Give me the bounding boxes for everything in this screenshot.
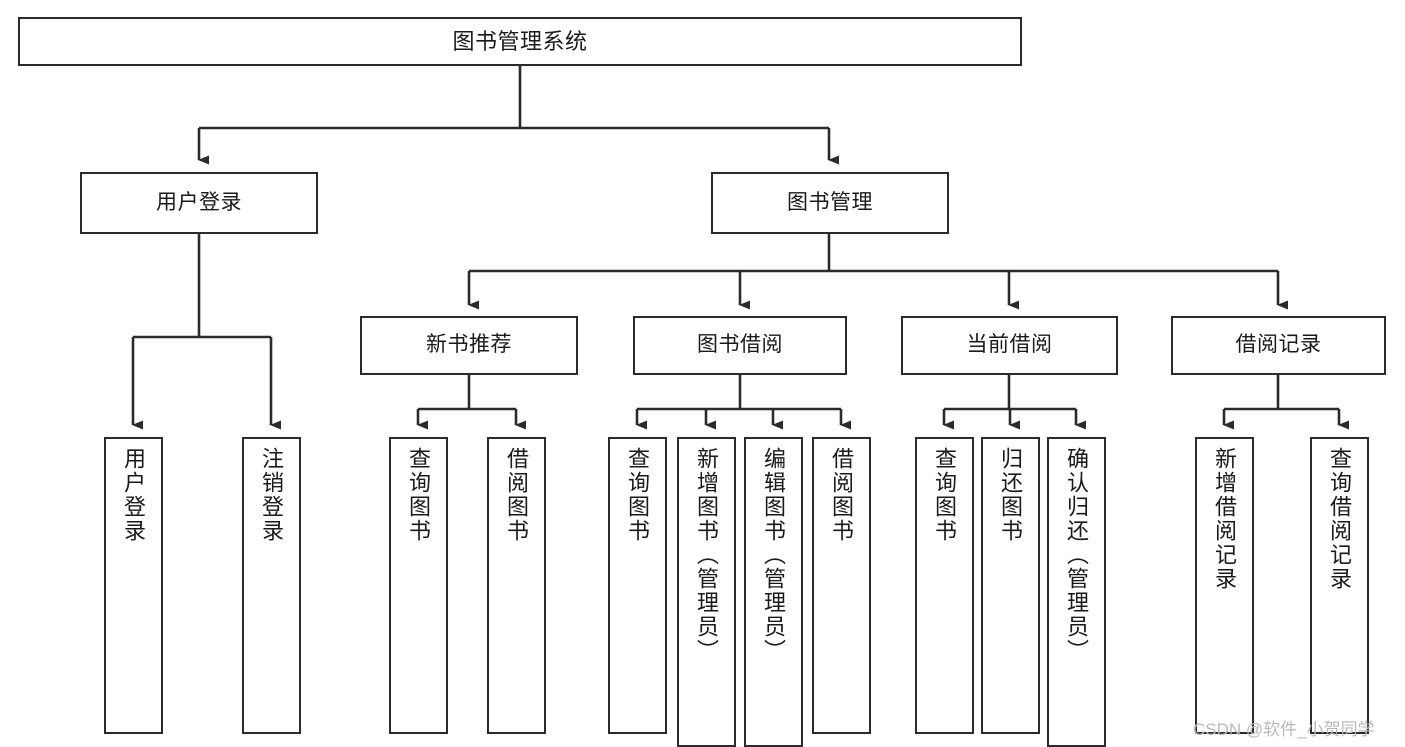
node-new-book-recommendation[interactable]: 新书推荐: [360, 316, 578, 375]
csdn-watermark: CSDN @软件_小贺同学: [1193, 720, 1375, 739]
leaf-user-login-signin[interactable]: 用户登录: [104, 437, 163, 734]
node-label: 新书推荐: [426, 333, 512, 357]
node-root-book-management-system[interactable]: 图书管理系统: [18, 17, 1022, 66]
node-label: 归还图书: [998, 447, 1024, 543]
node-label: 借阅记录: [1235, 333, 1322, 357]
leaf-borrow-add-book-admin[interactable]: 新增图书（管理员）: [677, 437, 736, 747]
leaf-borrow-query-books[interactable]: 查询图书: [608, 437, 667, 734]
leaf-new-book-query-books[interactable]: 查询图书: [389, 437, 448, 734]
leaf-current-query-books[interactable]: 查询图书: [915, 437, 974, 734]
node-label: 确认归还（管理员）: [1064, 447, 1090, 663]
node-current-borrowing[interactable]: 当前借阅: [901, 316, 1118, 375]
leaf-borrow-borrow-books[interactable]: 借阅图书: [812, 437, 871, 734]
node-book-management[interactable]: 图书管理: [711, 172, 949, 234]
node-label: 新增图书（管理员）: [694, 447, 720, 663]
node-label: 图书管理系统: [452, 28, 588, 54]
node-label: 查询借阅记录: [1327, 447, 1353, 591]
node-label: 借阅图书: [504, 447, 530, 543]
node-user-login[interactable]: 用户登录: [80, 172, 318, 234]
node-label: 查询图书: [406, 447, 432, 543]
leaf-user-login-logout[interactable]: 注销登录: [242, 437, 301, 734]
node-label: 图书管理: [787, 190, 873, 214]
node-label: 查询图书: [625, 447, 651, 543]
node-label: 借阅图书: [829, 447, 855, 543]
node-label: 用户登录: [156, 190, 242, 214]
node-borrow-records[interactable]: 借阅记录: [1171, 316, 1386, 375]
leaf-records-query-record[interactable]: 查询借阅记录: [1310, 437, 1369, 734]
leaf-current-return-books[interactable]: 归还图书: [981, 437, 1040, 734]
node-label: 用户登录: [121, 447, 147, 543]
node-label: 当前借阅: [966, 333, 1053, 357]
node-label: 编辑图书（管理员）: [761, 447, 787, 663]
node-label: 注销登录: [259, 447, 285, 543]
node-label: 查询图书: [932, 447, 958, 543]
leaf-new-book-borrow-books[interactable]: 借阅图书: [487, 437, 546, 734]
leaf-records-add-record[interactable]: 新增借阅记录: [1195, 437, 1254, 734]
leaf-borrow-edit-book-admin[interactable]: 编辑图书（管理员）: [744, 437, 803, 747]
leaf-current-confirm-return-admin[interactable]: 确认归还（管理员）: [1047, 437, 1106, 747]
node-label: 新增借阅记录: [1212, 447, 1238, 591]
node-book-borrowing[interactable]: 图书借阅: [633, 316, 847, 375]
node-label: 图书借阅: [697, 333, 783, 357]
